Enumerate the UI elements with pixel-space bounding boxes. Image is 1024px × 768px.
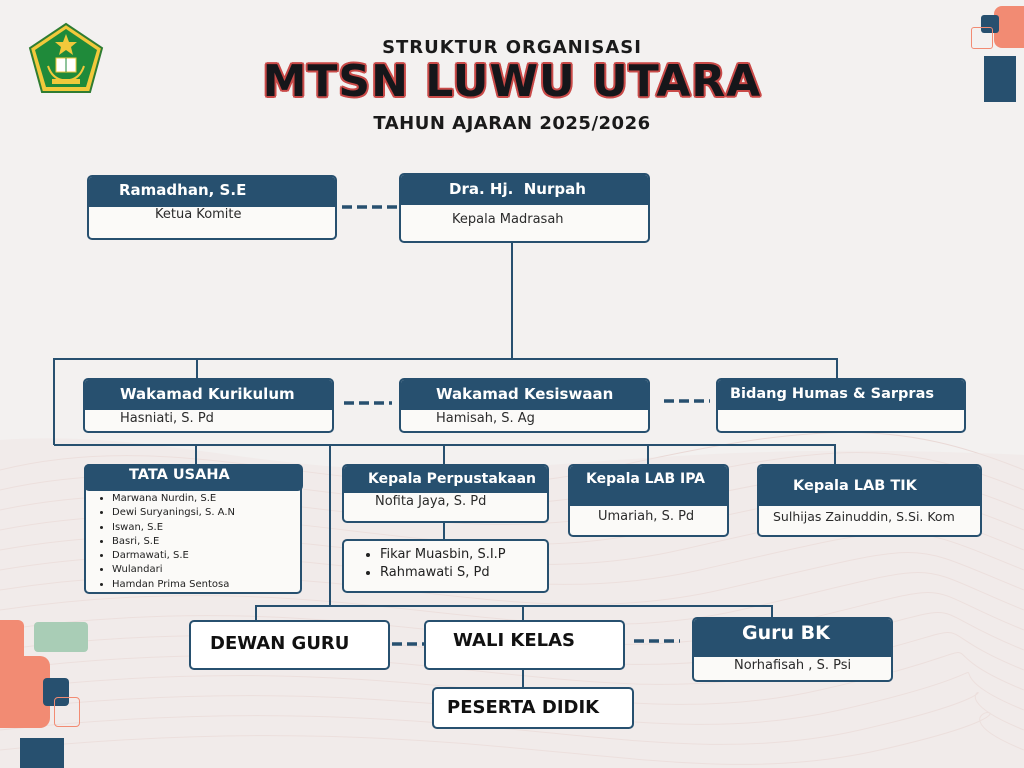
kepala-perpustakaan-name: Nofita Jaya, S. Pd bbox=[375, 494, 487, 509]
deco-bottom-left-navy-bar bbox=[20, 738, 64, 768]
deco-top-right-navy-bar bbox=[984, 56, 1016, 102]
guru-bk-name: Norhafisah , S. Psi bbox=[734, 658, 852, 673]
deco-bottom-left-coral bbox=[0, 656, 50, 728]
ketua-komite-name: Ramadhan, S.E bbox=[89, 177, 335, 207]
kepala-madrasah-role: Kepala Madrasah bbox=[452, 212, 564, 227]
node-dewan-guru: DEWAN GURU bbox=[189, 620, 390, 670]
node-peserta-didik: PESERTA DIDIK bbox=[432, 687, 634, 729]
wakamad-kesiswaan-title: Wakamad Kesiswaan bbox=[401, 380, 648, 410]
bidang-humas-title: Bidang Humas & Sarpras bbox=[718, 380, 964, 410]
tata-usaha-member: Iswan, S.E bbox=[112, 521, 300, 535]
tata-usaha-member: Hamdan Prima Sentosa bbox=[112, 578, 300, 592]
title-struktur: STRUKTUR ORGANISASI bbox=[382, 37, 642, 58]
kepala-lab-tik-name: Sulhijas Zainuddin, S.Si. Kom bbox=[773, 509, 955, 524]
tata-usaha-member: Marwana Nurdin, S.E bbox=[112, 492, 300, 506]
title-school: MTSN LUWU UTARA bbox=[262, 56, 762, 107]
node-ketua-komite: Ramadhan, S.E Ketua Komite bbox=[87, 175, 337, 240]
node-wakamad-kurikulum: Wakamad Kurikulum Hasniati, S. Pd bbox=[83, 378, 334, 433]
kepala-lab-tik-title: Kepala LAB TIK bbox=[759, 466, 980, 506]
deco-top-right-coral bbox=[994, 6, 1024, 48]
ketua-komite-role: Ketua Komite bbox=[155, 207, 242, 222]
node-kepala-perpustakaan: Kepala Perpustakaan Nofita Jaya, S. Pd bbox=[342, 464, 549, 523]
wakamad-kurikulum-name: Hasniati, S. Pd bbox=[120, 411, 214, 426]
kemenag-logo bbox=[28, 22, 104, 96]
node-tata-usaha: TATA USAHA Marwana Nurdin, S.E Dewi Sury… bbox=[84, 464, 303, 594]
tata-usaha-member: Dewi Suryaningsi, S. A.N bbox=[112, 506, 300, 520]
tata-usaha-member: Darmawati, S.E bbox=[112, 549, 300, 563]
node-guru-bk: Guru BK Norhafisah , S. Psi bbox=[692, 617, 893, 682]
node-kepala-lab-tik: Kepala LAB TIK Sulhijas Zainuddin, S.Si.… bbox=[757, 464, 982, 537]
kepala-perpustakaan-title: Kepala Perpustakaan bbox=[344, 466, 547, 493]
deco-top-right-outline bbox=[971, 27, 993, 49]
deco-bottom-left-mint bbox=[34, 622, 88, 652]
deco-top-right-navy-square bbox=[981, 15, 999, 33]
kemenag-emblem-icon bbox=[28, 22, 104, 93]
node-kepala-lab-ipa: Kepala LAB IPA Umariah, S. Pd bbox=[568, 464, 729, 537]
wakamad-kesiswaan-name: Hamisah, S. Ag bbox=[436, 411, 535, 426]
tata-usaha-title: TATA USAHA bbox=[84, 464, 303, 491]
node-kepala-madrasah: Dra. Hj. Nurpah Kepala Madrasah bbox=[399, 173, 650, 243]
tata-usaha-member: Basri, S.E bbox=[112, 535, 300, 549]
wakamad-kurikulum-title: Wakamad Kurikulum bbox=[85, 380, 332, 410]
tata-usaha-member: Wulandari bbox=[112, 563, 300, 577]
perpustakaan-staff-list: Fikar Muasbin, S.I.P Rahmawati S, Pd bbox=[344, 546, 547, 582]
title-year: TAHUN AJARAN 2025/2026 bbox=[373, 113, 651, 134]
perpustakaan-staff-member: Fikar Muasbin, S.I.P bbox=[380, 546, 547, 564]
perpustakaan-staff-member: Rahmawati S, Pd bbox=[380, 564, 547, 582]
deco-bottom-left-coral-top bbox=[0, 620, 24, 662]
node-wakamad-kesiswaan: Wakamad Kesiswaan Hamisah, S. Ag bbox=[399, 378, 650, 433]
kepala-lab-ipa-name: Umariah, S. Pd bbox=[598, 509, 695, 524]
node-bidang-humas: Bidang Humas & Sarpras bbox=[716, 378, 966, 433]
deco-bottom-left-navy-square bbox=[43, 678, 69, 706]
kepala-madrasah-name: Dra. Hj. Nurpah bbox=[401, 175, 648, 205]
deco-bottom-left-outline bbox=[54, 697, 80, 727]
node-wali-kelas: WALI KELAS bbox=[424, 620, 625, 670]
node-perpustakaan-staff: Fikar Muasbin, S.I.P Rahmawati S, Pd bbox=[342, 539, 549, 593]
tata-usaha-members: Marwana Nurdin, S.E Dewi Suryaningsi, S.… bbox=[86, 492, 300, 592]
kepala-lab-ipa-title: Kepala LAB IPA bbox=[570, 466, 727, 506]
guru-bk-title: Guru BK bbox=[694, 619, 891, 657]
